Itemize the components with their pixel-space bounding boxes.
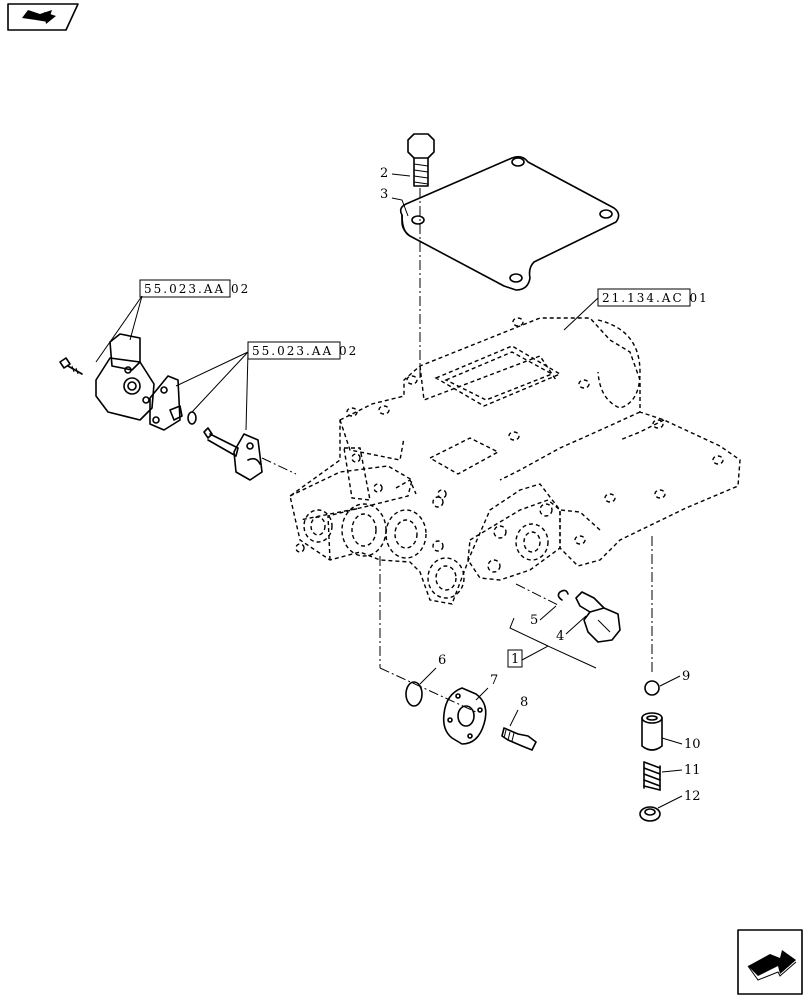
part-label-5: 5: [530, 613, 538, 628]
callout-12[interactable]: 12: [657, 789, 701, 809]
part-label-12: 12: [684, 789, 701, 804]
reference-label-c: 21.134.AC 01: [602, 291, 709, 305]
reference-box-c[interactable]: 21.134.AC 01: [563, 288, 709, 331]
callout-9[interactable]: 9: [659, 669, 690, 687]
cap-screw: [501, 727, 537, 751]
callout-11[interactable]: 11: [661, 763, 701, 778]
part-label-11: 11: [684, 763, 701, 778]
small-seal-ring: [557, 589, 569, 601]
callout-7[interactable]: 7: [475, 673, 498, 701]
part-label-8: 8: [520, 695, 528, 710]
lever-fork: [203, 427, 263, 481]
valve-housing: [289, 317, 741, 605]
callout-4[interactable]: 4: [556, 615, 587, 644]
part-label-2: 2: [380, 166, 388, 181]
cover-plate: [399, 155, 620, 291]
reference-box-a[interactable]: 55.023.AA 02: [95, 279, 250, 363]
book-arrow-icon[interactable]: [7, 3, 79, 31]
part-label-10: 10: [684, 737, 701, 752]
part-label-9: 9: [682, 669, 690, 684]
part-label-3: 3: [380, 187, 388, 202]
o-ring: [405, 681, 423, 707]
solenoid-valve: [59, 333, 155, 421]
callout-5[interactable]: 5: [530, 605, 557, 628]
part-label-1: 1: [511, 652, 519, 667]
reference-label-b: 55.023.AA 02: [252, 344, 358, 358]
bolt: [407, 133, 435, 187]
next-page-arrow-icon[interactable]: [737, 929, 803, 995]
part-label-7: 7: [490, 673, 498, 688]
spring: [643, 761, 661, 791]
callout-2[interactable]: 2: [380, 166, 411, 181]
small-o-ring: [187, 411, 197, 425]
check-ball: [644, 680, 660, 696]
callout-10[interactable]: 10: [661, 737, 701, 752]
plug-cap: [639, 806, 661, 822]
callout-8[interactable]: 8: [509, 695, 528, 727]
bracket-plate: [149, 375, 183, 431]
sleeve: [641, 712, 663, 751]
plug-bolt: [575, 591, 621, 643]
callout-1[interactable]: 1: [507, 617, 597, 669]
callout-3[interactable]: 3: [380, 187, 409, 217]
callout-6[interactable]: 6: [419, 653, 446, 685]
reference-label-a: 55.023.AA 02: [144, 282, 250, 296]
reference-box-b[interactable]: 55.023.AA 02: [175, 341, 358, 431]
part-label-4: 4: [556, 629, 564, 644]
flange-cover: [442, 687, 487, 745]
part-label-6: 6: [438, 653, 446, 668]
